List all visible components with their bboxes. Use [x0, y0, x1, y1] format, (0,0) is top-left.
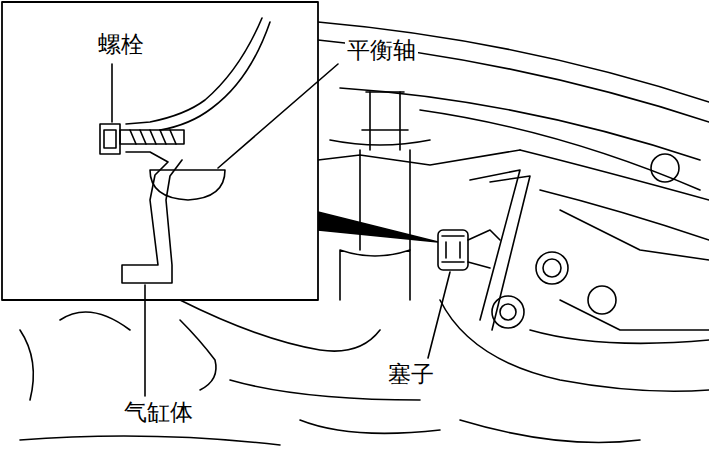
part-label: 气缸体 [122, 400, 195, 425]
part-label: 平衡轴 [345, 38, 418, 63]
part-label: 塞子 [386, 362, 436, 387]
part-label: 螺栓 [96, 32, 146, 57]
